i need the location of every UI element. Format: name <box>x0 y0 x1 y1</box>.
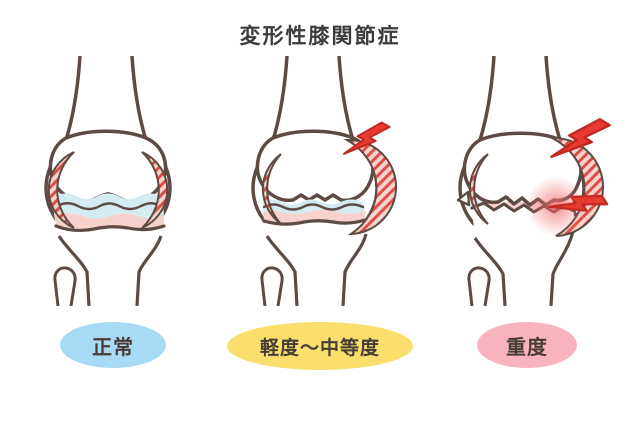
diagram-title: 変形性膝関節症 <box>239 25 401 48</box>
stage-label-normal: 正常 <box>60 322 166 368</box>
stage-normal: 正常 <box>10 56 216 370</box>
pain-bolt-icon-bottom <box>547 194 609 212</box>
synovium-hatch-left <box>47 151 75 229</box>
meniscus-line <box>54 202 163 211</box>
fibula <box>260 266 284 306</box>
osteophyte-left <box>456 190 471 207</box>
synovium-hatch-left <box>261 153 282 225</box>
meniscus-line <box>262 203 365 211</box>
cartilage <box>262 199 365 225</box>
pain-bolt-icon <box>343 121 391 155</box>
stage-label-severe: 重度 <box>477 322 577 368</box>
knee-illustration-severe <box>456 56 611 306</box>
stage-mild-to-moderate: 軽度〜中等度 <box>217 56 423 370</box>
stage-label-mild: 軽度〜中等度 <box>227 322 413 370</box>
synovium-hatch-right <box>343 138 397 236</box>
knee-illustration-normal <box>44 56 172 306</box>
stage-severe: 重度 <box>424 56 630 370</box>
stages-row: 正常 <box>0 56 640 370</box>
femur <box>255 56 375 203</box>
femur <box>48 56 168 203</box>
tibia <box>54 224 166 306</box>
synovium-hatch-left <box>468 153 489 225</box>
cartilage <box>54 193 164 231</box>
synovium-hatch-right <box>551 136 605 237</box>
pain-bolt-icon-top <box>550 118 611 159</box>
fibula <box>467 266 491 306</box>
knee-illustration-mild <box>251 56 397 306</box>
tibia <box>262 218 368 306</box>
fibula <box>53 266 77 306</box>
synovium-hatch-right <box>141 151 169 229</box>
